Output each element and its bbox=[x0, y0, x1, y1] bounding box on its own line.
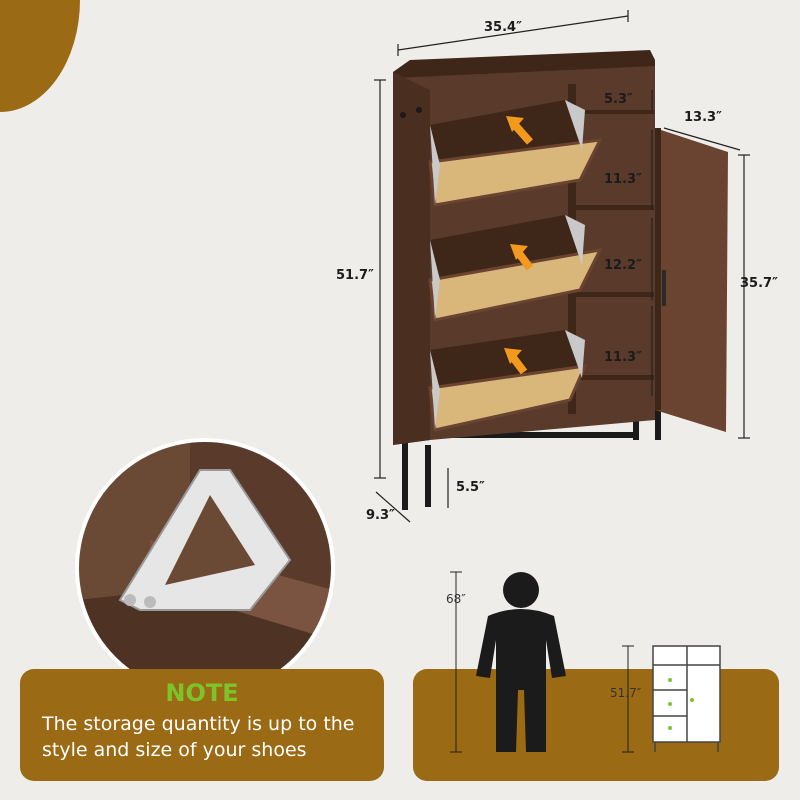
mini-cabinet-knobs bbox=[668, 678, 694, 730]
shelf-1-label: 11.3″ bbox=[604, 172, 642, 187]
leg-height-label: 5.5″ bbox=[456, 480, 485, 495]
flip-drawer-1 bbox=[428, 100, 603, 207]
mini-cabinet-outline bbox=[652, 645, 721, 752]
depth-top-label: 13.3″ bbox=[684, 110, 722, 125]
shelf-2-label: 12.2″ bbox=[604, 258, 642, 273]
note-title: NOTE bbox=[165, 679, 239, 707]
note-panel: NOTE The storage quantity is up to the s… bbox=[20, 669, 384, 781]
dimension-lines bbox=[374, 10, 750, 523]
flip-drawer-2 bbox=[428, 215, 603, 322]
note-body: The storage quantity is up to the style … bbox=[42, 713, 355, 761]
depth-bottom-label: 9.3″ bbox=[366, 508, 395, 523]
person-height-label: 68″ bbox=[446, 592, 466, 606]
mini-cabinet-height-line bbox=[622, 645, 634, 753]
door-height-label: 35.7″ bbox=[740, 276, 778, 291]
height-label: 51.7″ bbox=[336, 268, 374, 283]
cabinet-height-label: 51.7″ bbox=[610, 686, 642, 700]
hinge-detail-closeup bbox=[77, 440, 333, 696]
person-height-line bbox=[450, 571, 462, 753]
flip-drawer-3 bbox=[428, 330, 588, 432]
person-silhouette bbox=[476, 572, 566, 752]
shelf-3-label: 11.3″ bbox=[604, 350, 642, 365]
corner-decoration bbox=[0, 0, 80, 112]
shoe-cabinet bbox=[393, 50, 728, 510]
top-shelf-label: 5.3″ bbox=[604, 92, 633, 107]
width-label: 35.4″ bbox=[484, 20, 522, 35]
